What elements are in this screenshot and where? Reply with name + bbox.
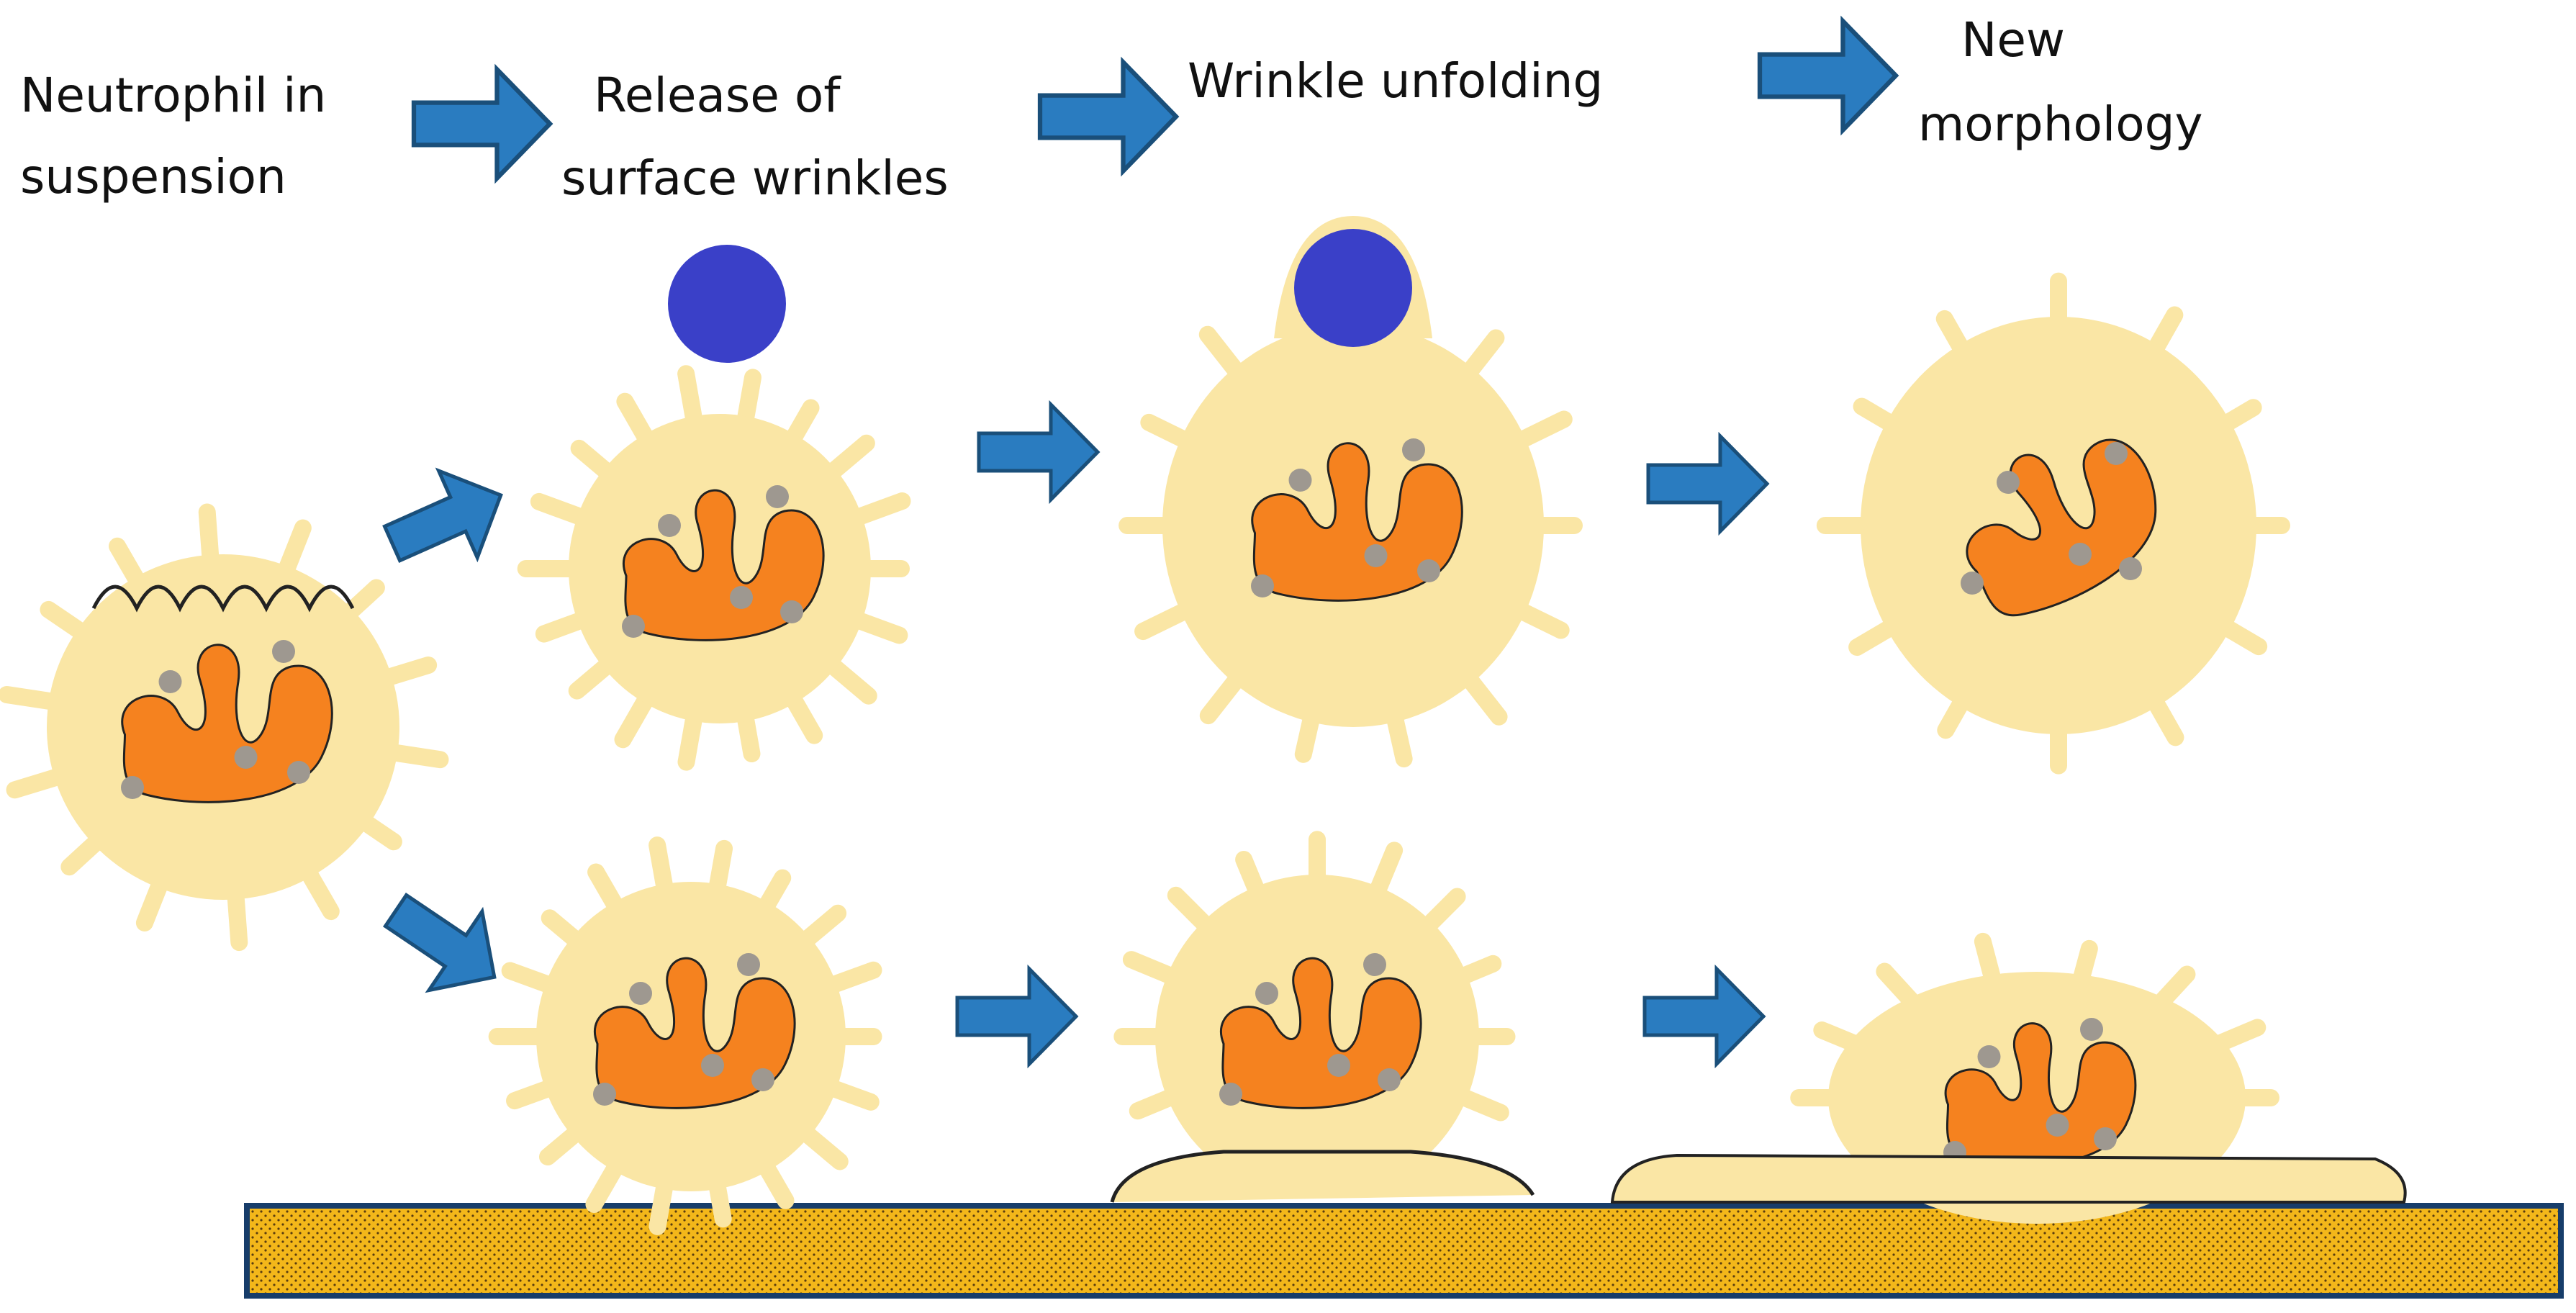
granule (1363, 953, 1386, 976)
granule (234, 746, 258, 769)
right-arrow-icon (1757, 15, 1899, 136)
granule (121, 776, 144, 799)
nucleus (1251, 442, 1463, 602)
particle-icon (1294, 229, 1412, 347)
granule (629, 982, 652, 1005)
granule (1378, 1068, 1401, 1091)
granule (2080, 1018, 2103, 1041)
granule (2046, 1114, 2069, 1137)
diagonal-arrow-icon (382, 467, 503, 564)
right-arrow-icon (955, 964, 1079, 1069)
surface-wrinkles (91, 585, 355, 613)
granule (272, 640, 295, 663)
granule (737, 953, 760, 976)
nucleus (594, 957, 796, 1109)
label-stage4-line2: morphology (1918, 96, 2203, 152)
granule (1288, 469, 1312, 492)
pathway-arrows (382, 400, 1770, 1069)
granule (1327, 1054, 1350, 1077)
granule (701, 1054, 724, 1077)
label-stage4-line1: New (1961, 12, 2065, 68)
granule (1255, 982, 1278, 1005)
neutrophil-cell-icon (0, 503, 449, 952)
label-stage1-line1: Neutrophil in (20, 68, 326, 123)
granule (2105, 442, 2128, 465)
granule (2094, 1127, 2117, 1150)
granule (1219, 1083, 1242, 1106)
neutrophil-cell-icon (1816, 272, 2290, 775)
granule (766, 485, 789, 508)
right-arrow-icon (411, 63, 553, 184)
neutrophil-cell-icon (517, 365, 911, 771)
granule (287, 761, 310, 784)
granule (622, 615, 645, 638)
cells (0, 216, 2407, 1235)
header-arrows (411, 15, 1899, 184)
right-arrow-icon (1646, 431, 1770, 536)
right-arrow-icon (1642, 964, 1766, 1069)
right-arrow-icon (1037, 56, 1180, 177)
label-stage1-line2: suspension (20, 149, 286, 204)
diagonal-arrow-icon (382, 892, 497, 993)
right-arrow-icon (977, 400, 1101, 505)
granule (1402, 438, 1425, 461)
granule (593, 1083, 616, 1106)
spread-lamella (1610, 1153, 2407, 1204)
granule (1977, 1045, 2001, 1068)
neutrophil-cell-icon (488, 836, 882, 1235)
granule (2069, 543, 2092, 566)
granule (1251, 574, 1274, 597)
granule (1364, 544, 1388, 567)
granule (751, 1068, 774, 1091)
label-stage3-line1: Wrinkle unfolding (1188, 53, 1603, 109)
stage-labels: Neutrophil in suspension Release of surf… (20, 12, 2203, 206)
spreading-edge (1110, 1150, 1535, 1203)
granule (780, 600, 803, 623)
substrate-surface-icon (244, 1203, 2564, 1299)
label-stage2-line2: surface wrinkles (561, 150, 949, 206)
neutrophil-cell-icon (1610, 932, 2407, 1224)
granule (730, 586, 753, 609)
granule (1417, 559, 1440, 582)
nucleus (1220, 957, 1422, 1109)
nucleus (121, 644, 333, 803)
nucleus (623, 489, 825, 641)
neutrophil-cell-icon (1118, 216, 1583, 768)
granule (1961, 572, 1984, 595)
particle-icon (668, 245, 786, 363)
granule (658, 514, 681, 537)
neutrophil-cell-icon (1110, 831, 1535, 1203)
granule (2119, 557, 2142, 580)
granule (1997, 471, 2020, 494)
granule (158, 670, 182, 693)
label-stage2-line1: Release of (594, 68, 841, 123)
